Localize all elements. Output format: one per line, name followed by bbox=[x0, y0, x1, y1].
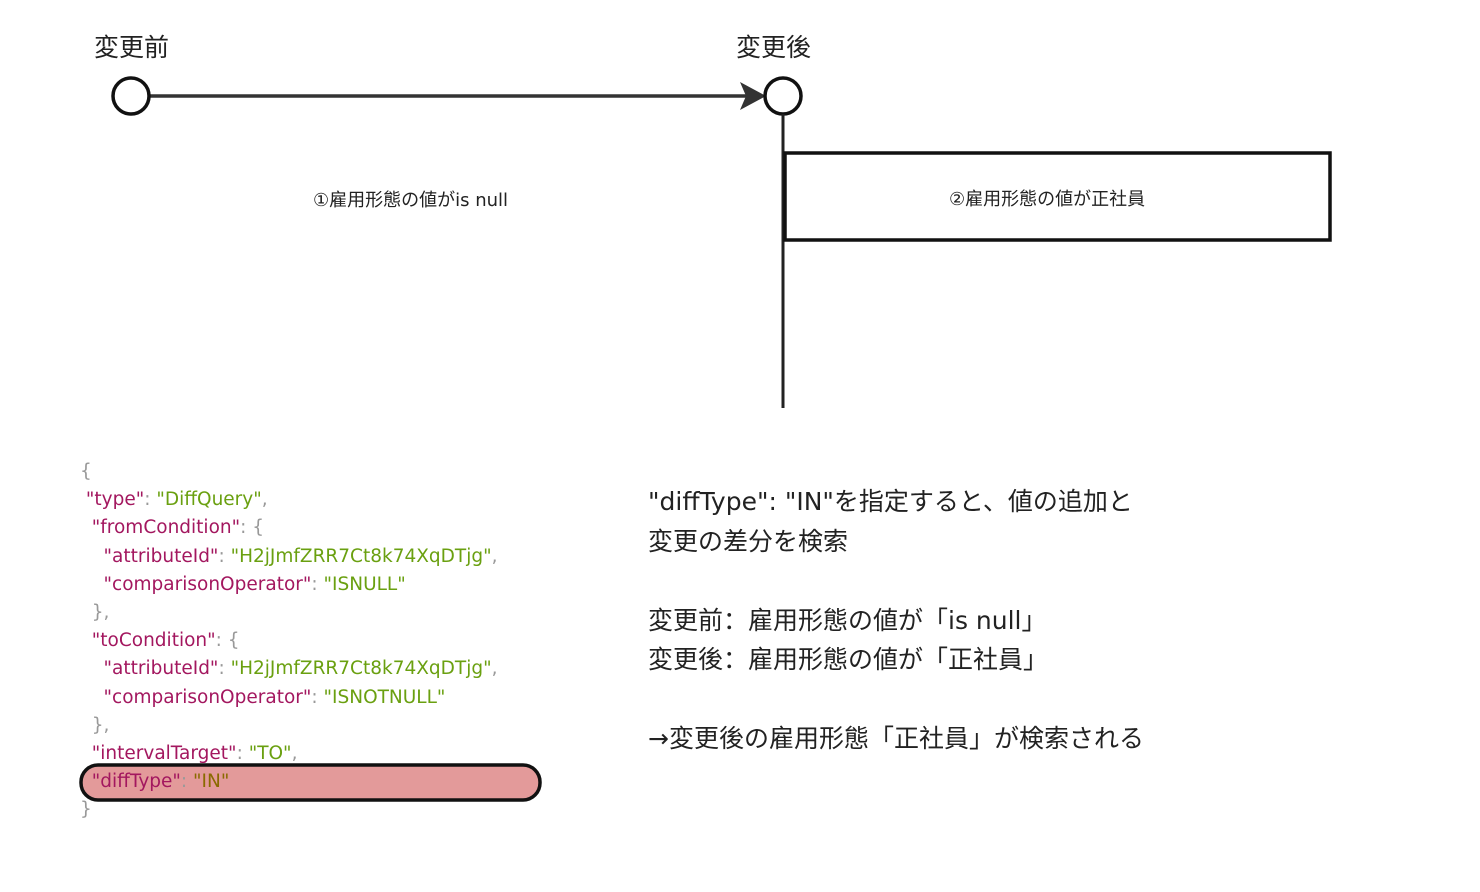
code-indent bbox=[80, 574, 104, 595]
code-sep: : bbox=[180, 771, 194, 793]
code-key: "comparisonOperator" bbox=[103, 573, 312, 595]
after-condition-box bbox=[783, 151, 1332, 242]
code-line: "attributeId": "H2jJmfZRR7Ct8k74XqDTjg", bbox=[80, 655, 498, 683]
code-value: "IN" bbox=[193, 771, 230, 793]
code-line: "intervalTarget": "TO", bbox=[80, 740, 498, 768]
code-line: "comparisonOperator": "ISNOTNULL" bbox=[80, 684, 498, 712]
code-indent bbox=[80, 743, 92, 764]
code-value: "ISNOTNULL" bbox=[323, 686, 446, 708]
code-key: "diffType" bbox=[91, 771, 181, 793]
code-key: "fromCondition" bbox=[91, 517, 241, 539]
code-punct: }, bbox=[91, 714, 110, 736]
code-key: "attributeId" bbox=[103, 658, 219, 680]
code-sep: : bbox=[215, 630, 228, 652]
code-sep: : bbox=[311, 686, 324, 708]
note-line bbox=[648, 561, 1144, 601]
note-line bbox=[648, 680, 1144, 720]
code-key: "type" bbox=[85, 489, 145, 511]
code-punct: , bbox=[491, 545, 498, 567]
arrow-head-icon bbox=[740, 82, 766, 110]
code-punct: { bbox=[227, 630, 240, 652]
code-punct: }, bbox=[91, 602, 110, 624]
condition-after-label: ②雇用形態の値が正社員 bbox=[949, 189, 1146, 210]
code-value: "ISNULL" bbox=[323, 573, 406, 595]
code-value: "DiffQuery" bbox=[156, 489, 262, 511]
code-line: { bbox=[80, 458, 498, 486]
code-indent bbox=[80, 658, 104, 679]
code-line: "fromCondition": { bbox=[80, 514, 498, 542]
code-key: "intervalTarget" bbox=[91, 743, 237, 765]
code-punct: { bbox=[80, 461, 92, 482]
note-line: 変更前：雇用形態の値が「is null」 bbox=[648, 605, 1047, 635]
code-sep: : bbox=[240, 517, 253, 539]
code-sep: : bbox=[218, 658, 231, 680]
note-line: 変更の差分を検索 bbox=[648, 526, 849, 556]
note-line: 変更後：雇用形態の値が「正社員」 bbox=[648, 645, 1049, 674]
code-indent bbox=[80, 715, 92, 736]
code-punct: } bbox=[80, 799, 92, 821]
code-indent bbox=[80, 602, 92, 623]
code-punct: , bbox=[491, 658, 498, 680]
code-key: "attributeId" bbox=[103, 545, 219, 567]
code-indent bbox=[80, 546, 104, 567]
after-node bbox=[763, 76, 803, 116]
code-sep: : bbox=[236, 743, 249, 765]
code-indent bbox=[80, 771, 92, 792]
diff-type-highlight bbox=[79, 763, 542, 802]
note-line: →変更後の雇用形態「正社員」が検索される bbox=[648, 724, 1144, 753]
explanation-text: "diffType": "IN"を指定すると、値の追加と変更の差分を検索変更前：… bbox=[648, 482, 1144, 759]
before-label: 変更前 bbox=[94, 33, 170, 62]
before-node bbox=[111, 76, 151, 116]
code-indent bbox=[80, 630, 92, 651]
code-line: }, bbox=[80, 712, 498, 740]
code-indent bbox=[80, 517, 92, 538]
code-value: "TO" bbox=[248, 743, 292, 765]
code-line: "type": "DiffQuery", bbox=[80, 486, 498, 514]
code-sep: : bbox=[144, 489, 157, 511]
code-line: "diffType": "IN" bbox=[80, 768, 498, 796]
code-line: "comparisonOperator": "ISNULL" bbox=[80, 571, 498, 599]
code-indent bbox=[80, 687, 104, 708]
code-punct: { bbox=[252, 517, 265, 539]
code-sep: : bbox=[311, 573, 324, 595]
code-key: "comparisonOperator" bbox=[103, 686, 312, 708]
code-value: "H2jJmfZRR7Ct8k74XqDTjg" bbox=[230, 545, 492, 567]
code-key: "toCondition" bbox=[91, 630, 216, 652]
json-code-block: { "type": "DiffQuery", "fromCondition": … bbox=[80, 458, 498, 825]
note-line: "diffType": "IN"を指定すると、値の追加と bbox=[648, 487, 1133, 516]
code-punct: , bbox=[261, 489, 268, 511]
code-line: "toCondition": { bbox=[80, 627, 498, 655]
code-line: }, bbox=[80, 599, 498, 627]
code-sep: : bbox=[218, 545, 231, 567]
code-value: "H2jJmfZRR7Ct8k74XqDTjg" bbox=[230, 658, 492, 680]
code-line: "attributeId": "H2jJmfZRR7Ct8k74XqDTjg", bbox=[80, 543, 498, 571]
after-label: 変更後 bbox=[736, 33, 812, 62]
code-line: } bbox=[80, 796, 498, 824]
condition-before-label: ①雇用形態の値がis null bbox=[313, 190, 509, 211]
code-punct: , bbox=[291, 743, 298, 765]
